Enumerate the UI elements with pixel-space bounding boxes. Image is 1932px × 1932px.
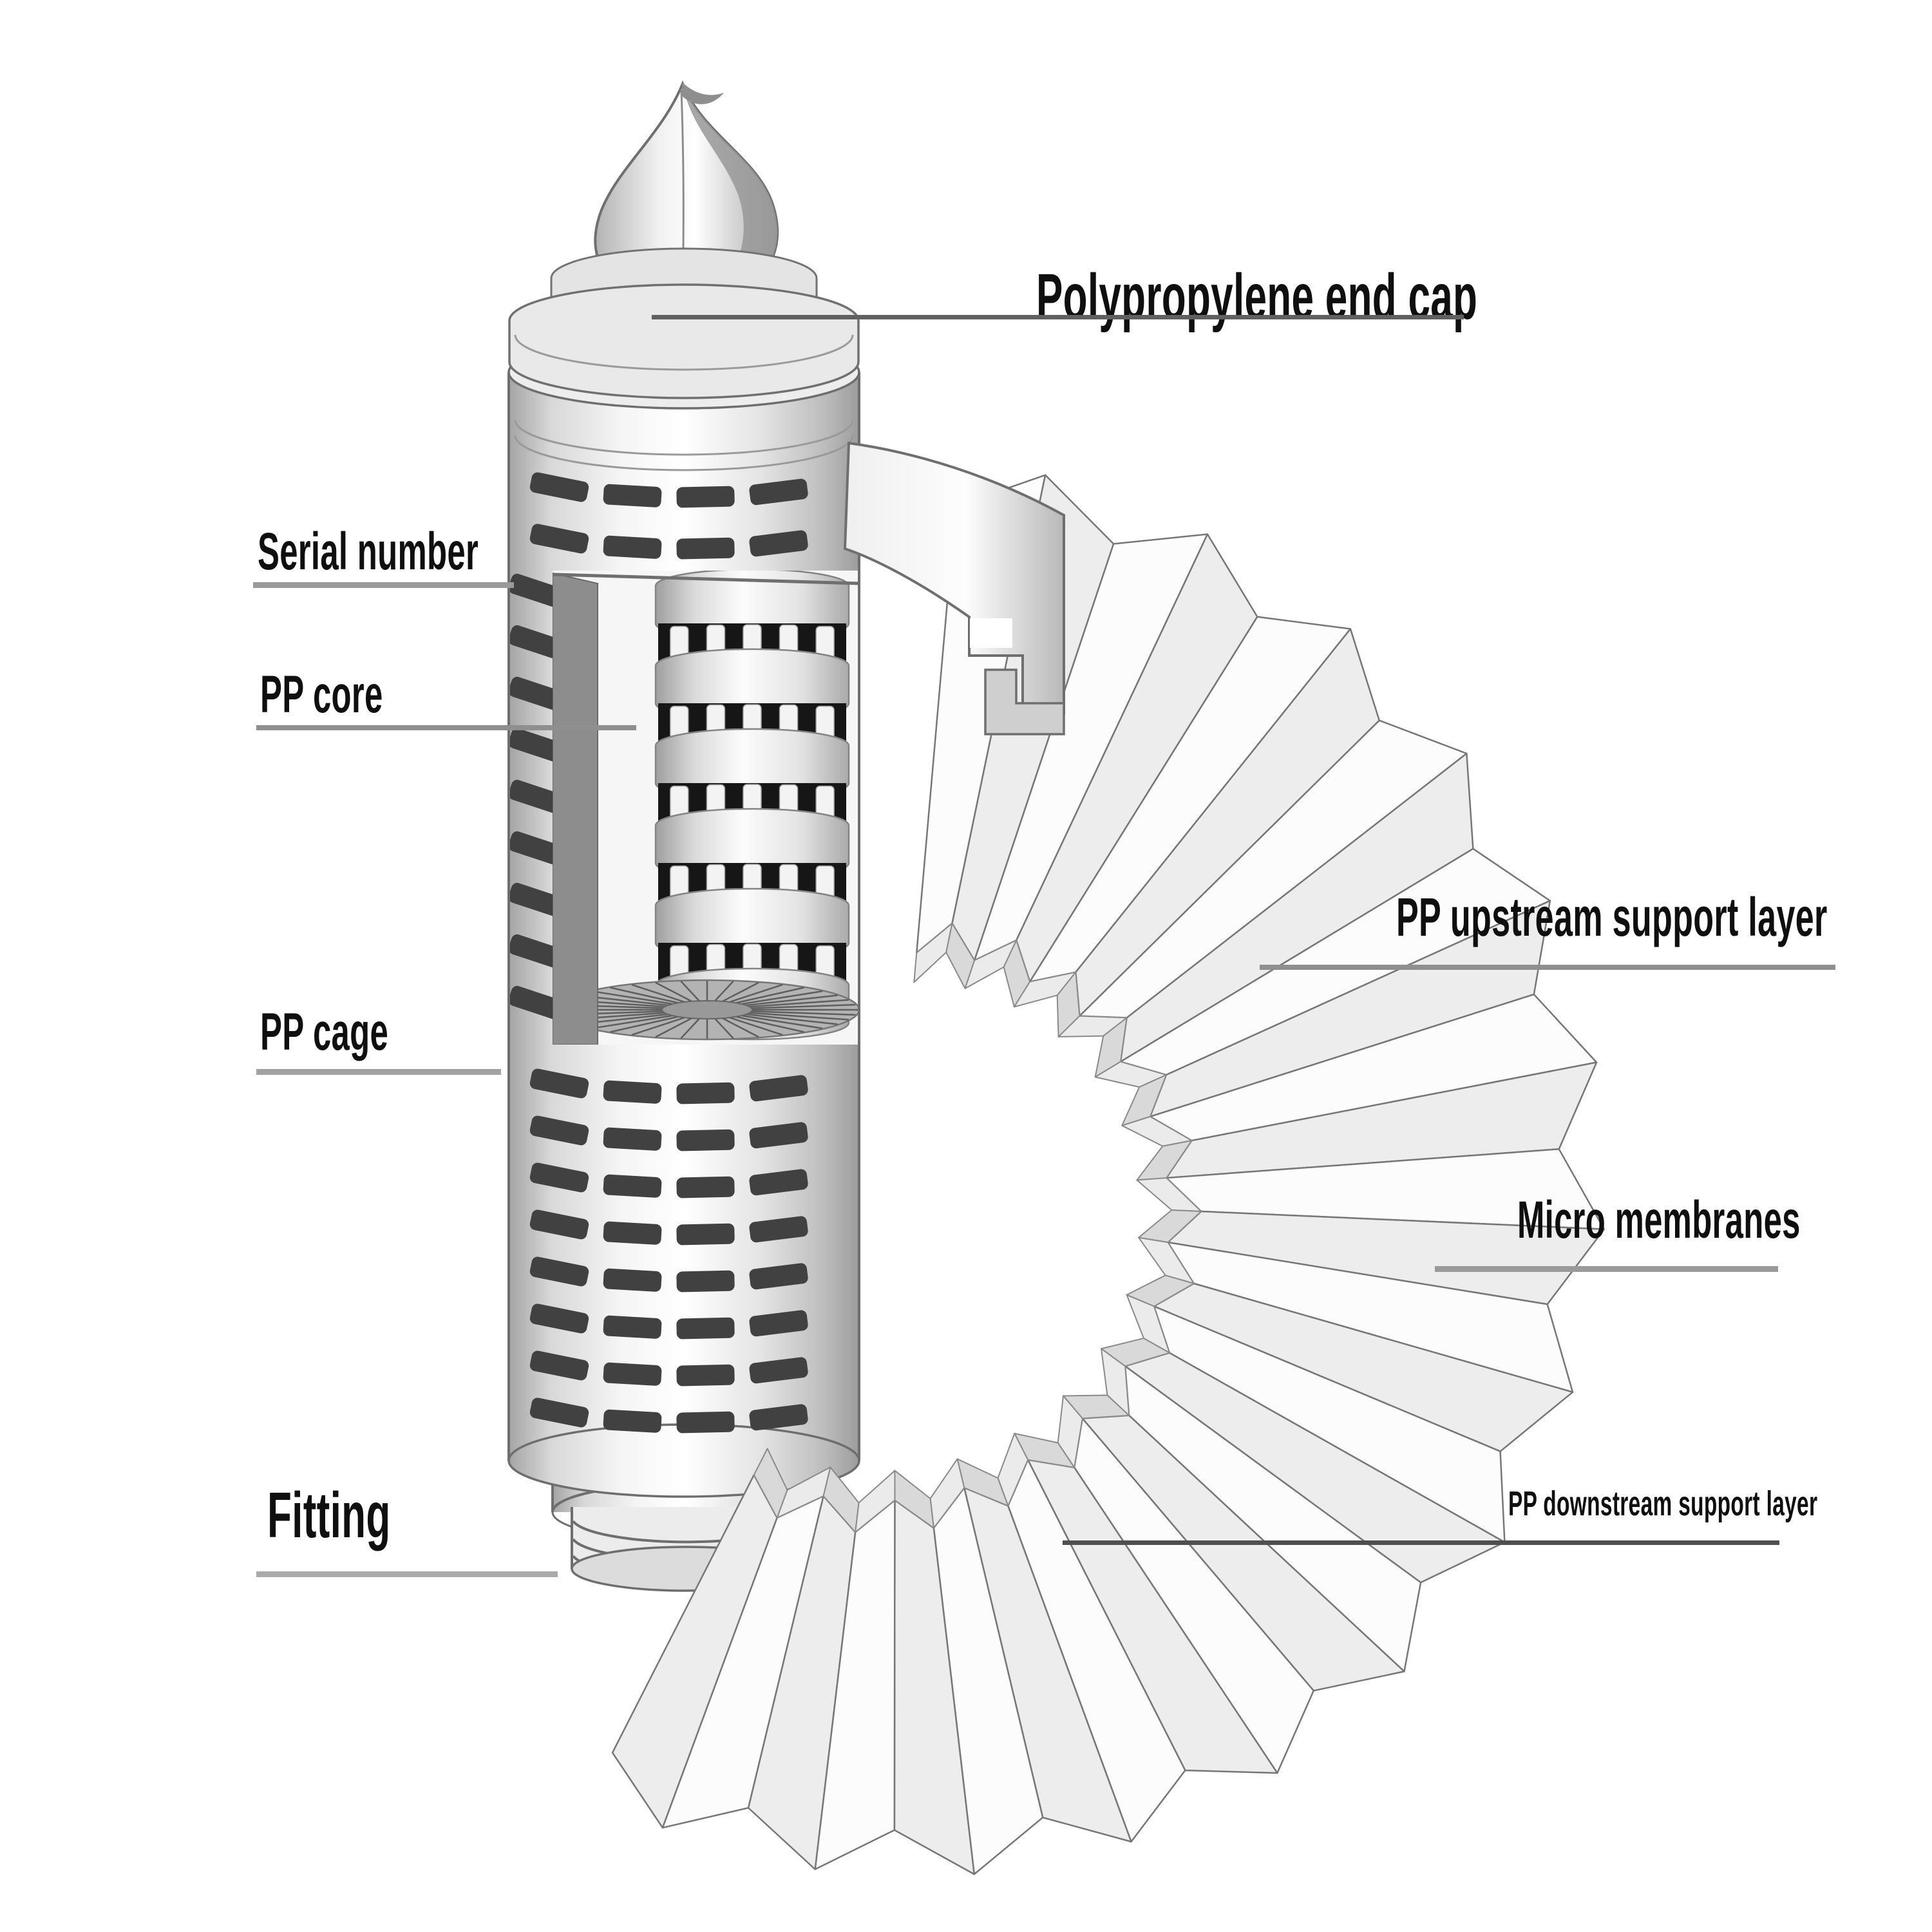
leader-end-cap (652, 315, 1464, 319)
label-micro-membranes: Micro membranes (1517, 1194, 1932, 1247)
label-upstream-support-text: PP upstream support layer (1396, 887, 1828, 947)
label-pp-cage-text: PP cage (260, 1003, 389, 1061)
collar-ring-line (514, 334, 854, 371)
cage-slots (508, 472, 808, 1434)
ring-line (514, 435, 854, 471)
cutaway-window (553, 571, 860, 1045)
peeled-cage-band (843, 441, 1065, 735)
leader-fitting (256, 1571, 558, 1577)
cartridge-body (507, 80, 860, 1592)
end-cap (508, 80, 860, 399)
ring-line (514, 419, 854, 456)
leader-serial-number (253, 582, 514, 588)
cut-wall (553, 572, 598, 1045)
leader-micro-membranes (1435, 1266, 1778, 1272)
leader-pp-core (256, 725, 636, 730)
label-fitting-text: Fitting (267, 1479, 391, 1551)
label-downstream-support: PP downstream support layer (1508, 1486, 1932, 1521)
label-upstream-support: PP upstream support layer (1396, 890, 1932, 944)
pp-core-cylinder (654, 571, 850, 1041)
label-fitting: Fitting (267, 1483, 466, 1548)
label-serial-number: Serial number (258, 526, 614, 578)
label-end-cap: Polypropylene end cap (1036, 265, 1748, 329)
cage-band-tab (984, 668, 1065, 735)
label-pp-core-text: PP core (260, 665, 383, 724)
label-micro-membranes-text: Micro membranes (1517, 1191, 1801, 1249)
label-pp-core: PP core (260, 668, 458, 721)
end-cap-tip-curl (681, 82, 724, 104)
leader-pp-cage (256, 1069, 501, 1075)
cage-band-slot (970, 618, 1012, 648)
label-end-cap-text: Polypropylene end cap (1036, 261, 1478, 333)
leader-upstream-support (1260, 965, 1835, 970)
label-serial-number-text: Serial number (258, 522, 479, 581)
end-cap-collar-large (508, 283, 860, 399)
label-downstream-support-text: PP downstream support layer (1508, 1484, 1818, 1523)
window-floor-hatch (554, 979, 860, 1041)
window-top-edge (553, 573, 860, 585)
pleat-fold-chain (753, 922, 1202, 1533)
label-pp-cage: PP cage (260, 1006, 467, 1059)
end-cap-spike-shadow (683, 84, 778, 287)
leader-downstream-support (1063, 1540, 1779, 1545)
